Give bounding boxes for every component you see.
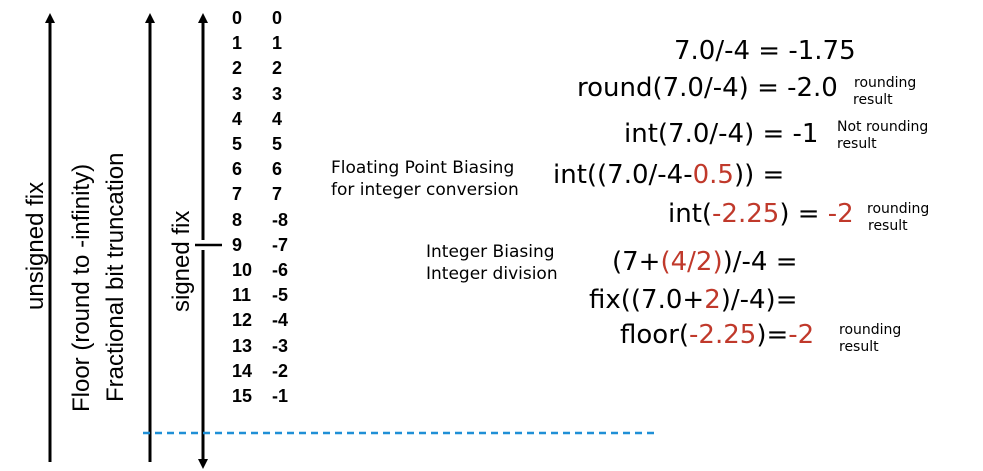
eq-int-biased: int((7.0/-4-0.5)) =: [553, 160, 784, 190]
eq-part-red: (4/2): [660, 247, 723, 277]
signed-value: 5: [272, 134, 283, 154]
eq-fix: fix((7.0+2)/-4)=: [589, 285, 798, 315]
note-text: result: [839, 339, 879, 355]
table-row: 14 -2: [226, 361, 306, 385]
eq-int-note: Not rounding result: [837, 119, 928, 153]
unsigned-value: 4: [232, 108, 243, 129]
eq-int-result: int(-2.25) = -2: [668, 199, 854, 229]
unsigned-value: 5: [232, 134, 243, 154]
signed-value: -5: [272, 285, 289, 306]
float-bias-note: Floating Point Biasing for integer conve…: [331, 157, 519, 201]
floor-label: Floor (round to -infinity): [68, 163, 95, 412]
signed-value: 2: [272, 58, 283, 79]
float-bias-line2: for integer conversion: [331, 180, 519, 200]
signed-fix-label: signed fix: [168, 210, 195, 312]
fractional-truncation-label: Fractional bit truncation: [102, 152, 129, 402]
eq-division: 7.0/-4 = -1.75: [674, 36, 856, 66]
note-text: rounding: [839, 322, 902, 338]
eq-int-bias: (7+(4/2))/-4 =: [612, 247, 798, 277]
unsigned-value: 13: [232, 335, 253, 356]
signed-value: 0: [272, 8, 283, 28]
eq-part: ) =: [779, 199, 828, 229]
note-text: Not rounding: [837, 119, 929, 135]
eq-part-red: -2: [788, 320, 815, 350]
unsigned-value: 6: [232, 159, 243, 180]
eq-part-red: -2: [827, 199, 854, 229]
unsigned-value: 0: [232, 8, 243, 28]
note-text: rounding: [867, 201, 930, 217]
note-text: result: [853, 92, 893, 108]
eq-part: floor(: [620, 320, 690, 350]
eq-part-red: -2.25: [689, 320, 757, 350]
signed-value: 1: [272, 33, 283, 54]
unsigned-value: 7: [232, 184, 243, 205]
unsigned-value: 11: [232, 285, 252, 306]
unsigned-value: 10: [232, 260, 253, 280]
eq-floor: floor(-2.25)=-2: [620, 320, 814, 350]
float-bias-line1: Floating Point Biasing: [331, 158, 515, 178]
signed-value: -3: [272, 335, 289, 356]
unsigned-value: 9: [232, 234, 243, 255]
unsigned-value: 2: [232, 58, 243, 79]
signed-value: 3: [272, 83, 283, 104]
eq-round-note: rounding result: [853, 75, 916, 109]
unsigned-value: 14: [232, 360, 253, 381]
unsigned-value: 15: [232, 386, 253, 406]
eq-int: int(7.0/-4) = -1: [624, 119, 819, 149]
eq-part: )/-4)=: [720, 285, 798, 315]
note-text: result: [837, 136, 877, 152]
int-bias-line1: Integer Biasing: [426, 242, 555, 262]
table-row: 13 -3: [226, 336, 306, 360]
signed-value: 4: [272, 108, 283, 129]
eq-part: )/-4 =: [722, 247, 798, 277]
signed-value: -6: [272, 260, 289, 280]
eq-part: int(: [668, 199, 713, 229]
signed-value: -7: [272, 234, 289, 255]
eq-part: (7+: [612, 247, 661, 277]
unsigned-value: 12: [232, 310, 253, 331]
table-row: 8 -8: [226, 210, 306, 234]
table-row: 11 -5: [226, 285, 306, 309]
table-row: 12 -4: [226, 310, 306, 334]
int-bias-note: Integer Biasing Integer division: [426, 241, 558, 285]
eq-part: )) =: [733, 160, 785, 190]
signed-value: 7: [272, 184, 283, 205]
unsigned-value: 1: [232, 33, 243, 54]
unsigned-value: 8: [232, 209, 243, 230]
eq-int-result-note: rounding result: [867, 201, 929, 235]
signed-value: -2: [272, 360, 289, 381]
int-bias-line2: Integer division: [426, 264, 558, 284]
eq-part: )=: [756, 320, 789, 350]
signed-value: -1: [272, 386, 289, 406]
eq-part-red: 0.5: [692, 160, 734, 190]
note-text: result: [868, 218, 908, 234]
unsigned-value: 3: [232, 83, 243, 104]
table-row: 9 -7: [226, 235, 306, 259]
unsigned-fix-label: unsigned fix: [22, 181, 49, 310]
eq-part-red: 2: [704, 285, 721, 315]
note-text: rounding: [854, 75, 917, 91]
eq-part-red: -2.25: [712, 199, 780, 229]
eq-part: fix((7.0+: [589, 285, 705, 315]
signed-value: -4: [272, 310, 289, 331]
eq-floor-note: rounding result: [839, 322, 901, 356]
eq-round: round(7.0/-4) = -2.0: [577, 73, 838, 103]
eq-part: int((7.0/-4-: [553, 160, 693, 190]
signed-value: -8: [272, 209, 289, 230]
table-row: 10 -6: [226, 260, 306, 284]
signed-value: 6: [272, 159, 283, 180]
table-row: 15 -1: [226, 386, 306, 410]
